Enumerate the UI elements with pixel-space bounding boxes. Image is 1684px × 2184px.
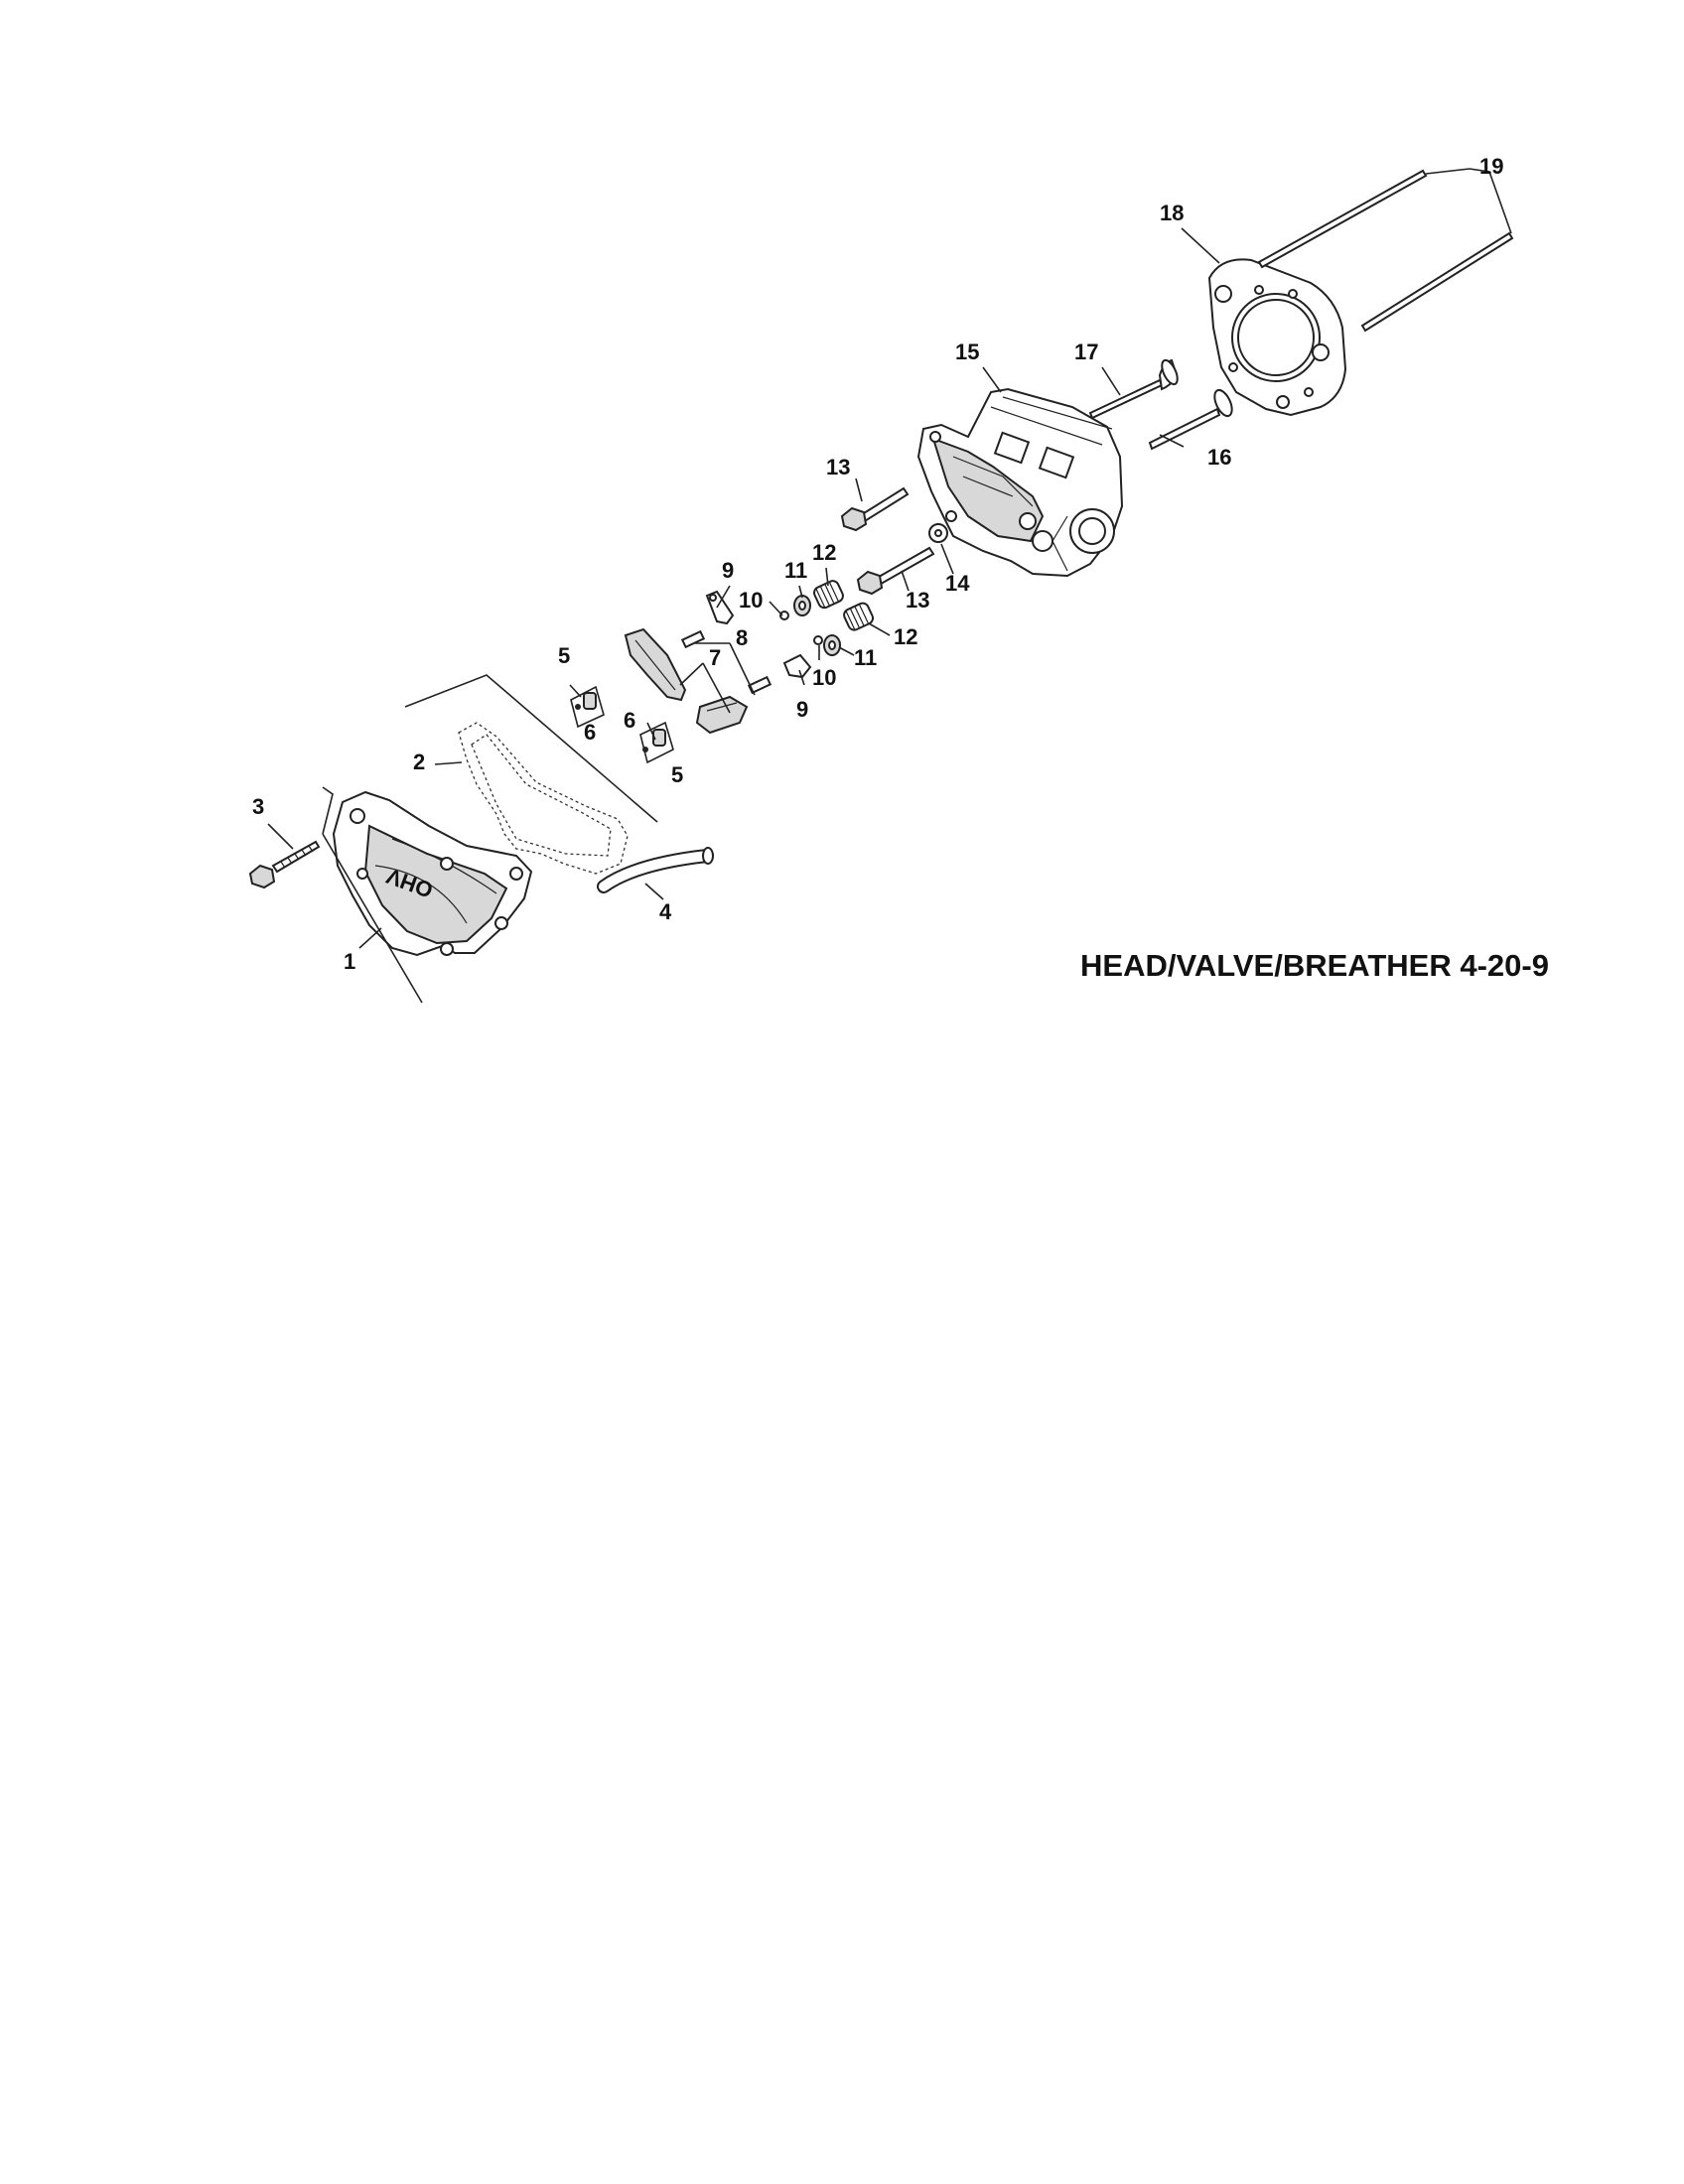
part-11-retainers	[793, 595, 841, 656]
part-5-6-fitting-upper	[570, 685, 605, 729]
diagram-title: HEAD/VALVE/BREATHER 4-20-9	[1080, 948, 1549, 983]
callout-6-lower: 6	[624, 708, 635, 733]
callout-16: 16	[1207, 445, 1231, 470]
callout-10-lower: 10	[812, 665, 836, 690]
callout-13-lower: 13	[906, 588, 929, 613]
part-4-breather-hose	[597, 847, 714, 893]
part-16-valve	[1148, 388, 1233, 451]
callout-12-lower: 12	[894, 624, 917, 649]
callout-5-upper: 5	[558, 643, 570, 668]
callout-2: 2	[413, 750, 425, 774]
part-9-guide-plates	[705, 590, 812, 679]
callout-5-lower: 5	[671, 762, 683, 787]
part-3-screw	[248, 840, 321, 889]
part-18-head-gasket	[1207, 258, 1347, 417]
part-10-pivot-balls	[779, 611, 823, 645]
part-1-valve-cover: OHV	[332, 790, 533, 957]
callout-10-upper: 10	[739, 588, 763, 613]
callout-19: 19	[1479, 154, 1503, 179]
callout-1: 1	[344, 949, 355, 974]
callout-labels: 1 2 3 4 5 5 6 6 7 8 9 9 10 10 11 11 12 1…	[252, 154, 1503, 974]
callout-9-lower: 9	[796, 697, 808, 722]
part-19-push-rods	[1257, 169, 1514, 333]
part-5-6-fitting-lower	[639, 721, 674, 764]
callout-18: 18	[1160, 201, 1184, 225]
callout-12-upper: 12	[812, 540, 836, 565]
callout-14: 14	[945, 571, 970, 596]
callout-15: 15	[955, 340, 979, 364]
callout-11-lower: 11	[854, 645, 877, 670]
callout-11-upper: 11	[784, 558, 807, 583]
part-2-gasket	[458, 722, 629, 875]
callout-8: 8	[736, 625, 748, 650]
part-17-valve	[1088, 358, 1179, 420]
leader-lines	[267, 168, 1512, 949]
part-8-studs	[680, 629, 772, 695]
assembly-bracket	[322, 674, 658, 1004]
part-13-head-bolts	[840, 486, 935, 596]
part-15-cylinder-head	[916, 387, 1124, 578]
callout-7: 7	[709, 645, 721, 670]
callout-13-upper: 13	[826, 455, 850, 479]
callout-4: 4	[659, 899, 672, 924]
callout-3: 3	[252, 794, 264, 819]
part-14-washer	[928, 523, 948, 543]
callout-9-upper: 9	[722, 558, 734, 583]
part-7-rocker-arms	[624, 627, 749, 735]
part-12-valve-springs	[813, 580, 875, 631]
callout-17: 17	[1074, 340, 1098, 364]
callout-6-upper: 6	[584, 720, 596, 745]
